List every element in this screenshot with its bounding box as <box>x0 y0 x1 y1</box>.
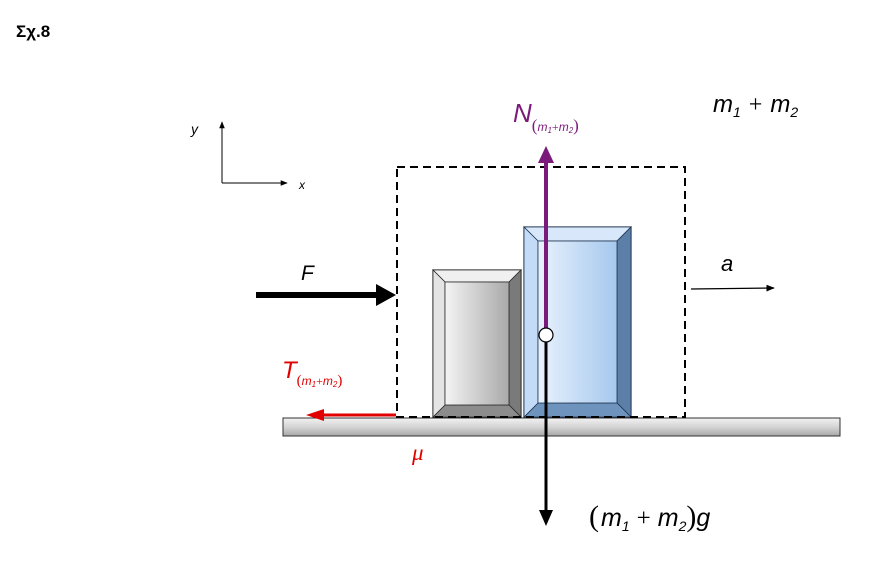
plus-sign: + <box>749 92 763 118</box>
acceleration-indicator: a <box>690 251 775 292</box>
friction-coefficient-label: μ <box>411 440 424 465</box>
weight-arrow-head <box>539 510 553 526</box>
mass-2-symbol: m <box>770 91 790 118</box>
weight-plus: + <box>637 505 651 532</box>
force-f-arrow-head <box>376 284 396 306</box>
weight-sub-1: 1 <box>622 518 630 534</box>
normal-sub-1: 1 <box>547 126 551 135</box>
figure-label: Σχ.8 <box>16 22 50 41</box>
normal-force-label: N(m1+m2) <box>513 98 579 135</box>
normal-sub-plus: + <box>552 120 559 134</box>
mass-1-symbol: m <box>713 91 733 118</box>
y-axis-label: y <box>190 121 199 137</box>
friction-sub-1: 1 <box>312 380 316 389</box>
friction-sub-2: 2 <box>332 380 338 389</box>
friction-force: T(m1+m2) <box>282 357 396 421</box>
weight-sub-2: 2 <box>678 518 687 534</box>
normal-sub-2: 2 <box>568 126 574 135</box>
friction-sub-open: ( <box>297 373 302 389</box>
friction-arrow-head <box>306 409 324 421</box>
normal-symbol: N <box>513 98 532 128</box>
weight-force: (m1+m2)g <box>539 340 710 534</box>
acceleration-label: a <box>721 251 733 276</box>
applied-force: F <box>256 262 396 306</box>
friction-force-label: T(m1+m2) <box>282 357 342 389</box>
center-of-mass-dot <box>538 327 554 343</box>
x-axis-label: x <box>298 178 306 192</box>
friction-sub-plus: + <box>316 374 323 388</box>
normal-arrow-head <box>538 146 554 163</box>
weight-g: g <box>696 504 710 532</box>
friction-symbol: T <box>282 357 299 384</box>
block-m2 <box>523 226 632 418</box>
system-mass-label: m1+m2 <box>713 91 798 120</box>
normal-sub-close: ) <box>573 116 579 135</box>
normal-sub-m2: m <box>559 120 569 134</box>
friction-sub-m1: m <box>302 374 312 388</box>
mass-2-subscript: 2 <box>789 104 798 120</box>
block-m1 <box>432 269 522 418</box>
floor-surface <box>282 417 841 437</box>
system-boundary <box>396 166 686 418</box>
acceleration-arrow <box>690 284 775 292</box>
weight-label: (m1+m2)g <box>589 500 710 534</box>
weight-open-paren: ( <box>589 500 599 533</box>
weight-close-paren: ) <box>686 500 696 533</box>
friction-sub-close: ) <box>337 373 342 389</box>
weight-m1: m <box>601 504 622 532</box>
normal-sub-open: ( <box>532 116 538 135</box>
coordinate-axes: y x <box>190 121 306 192</box>
force-f-label: F <box>301 262 315 285</box>
friction-sub-m2: m <box>323 374 333 388</box>
weight-m2: m <box>658 504 679 532</box>
normal-force: N(m1+m2) <box>513 98 579 335</box>
normal-sub-m1: m <box>537 120 547 134</box>
mass-1-subscript: 1 <box>733 104 741 120</box>
